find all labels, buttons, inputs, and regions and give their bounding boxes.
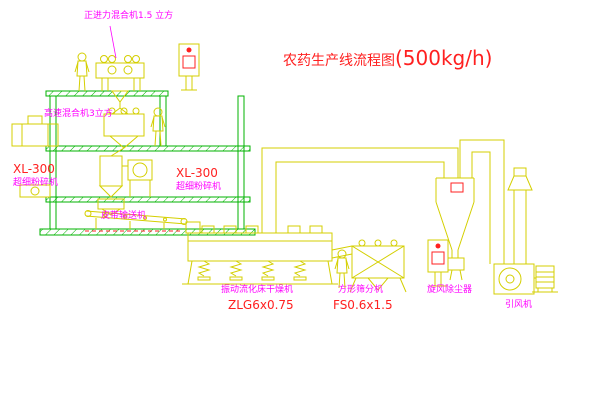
person-figure [74, 52, 90, 92]
left-small-machine [19, 184, 51, 198]
control-cabinet-right [427, 239, 449, 287]
label-sifter-model: FS0.6x1.5 [333, 298, 393, 312]
center-mixer [103, 107, 145, 149]
square-sifter [349, 239, 407, 293]
building-structure [39, 90, 256, 236]
person-figure [150, 107, 166, 147]
label-dryer-name: 振动流化床干燥机 [221, 285, 294, 295]
label-dryer-model: ZLG6x0.75 [228, 298, 294, 312]
draft-fan-stack [493, 167, 558, 295]
label-crusher-left-name: 超细粉碎机 [13, 178, 59, 188]
label-belt-conveyor: 皮带输送机 [101, 211, 147, 221]
label-sifter-name: 方形筛分机 [338, 285, 384, 295]
label-top-mixer: 正进力混合机1.5 立方 [84, 11, 174, 21]
top-mixer [95, 55, 145, 115]
centerline-dashed [85, 182, 464, 232]
label-leader-line [109, 25, 117, 59]
cyclone-separator [435, 177, 475, 281]
control-cabinet-top [178, 43, 200, 91]
hopper [97, 198, 125, 216]
diagram-title: 农药生产线流程图 (500kg/h) [283, 46, 492, 70]
diagram-title-text: 农药生产线流程图 [283, 53, 395, 69]
pulverizer [98, 147, 153, 198]
diagram-title-capacity: (500kg/h) [395, 46, 493, 70]
belt-conveyor [84, 210, 201, 234]
high-speed-mixer [11, 115, 59, 147]
fluid-bed-dryer [182, 225, 353, 285]
exhaust-duct [261, 139, 505, 264]
label-crusher-center-name: 超细粉碎机 [176, 182, 222, 192]
label-high-speed-mixer: 高速混合机3立方 [44, 109, 113, 119]
label-crusher-center-model: XL-300 [176, 166, 218, 180]
label-fan: 引风机 [505, 300, 533, 310]
label-crusher-left-model: XL-300 [13, 162, 55, 176]
label-cyclone: 旋风除尘器 [427, 285, 473, 295]
